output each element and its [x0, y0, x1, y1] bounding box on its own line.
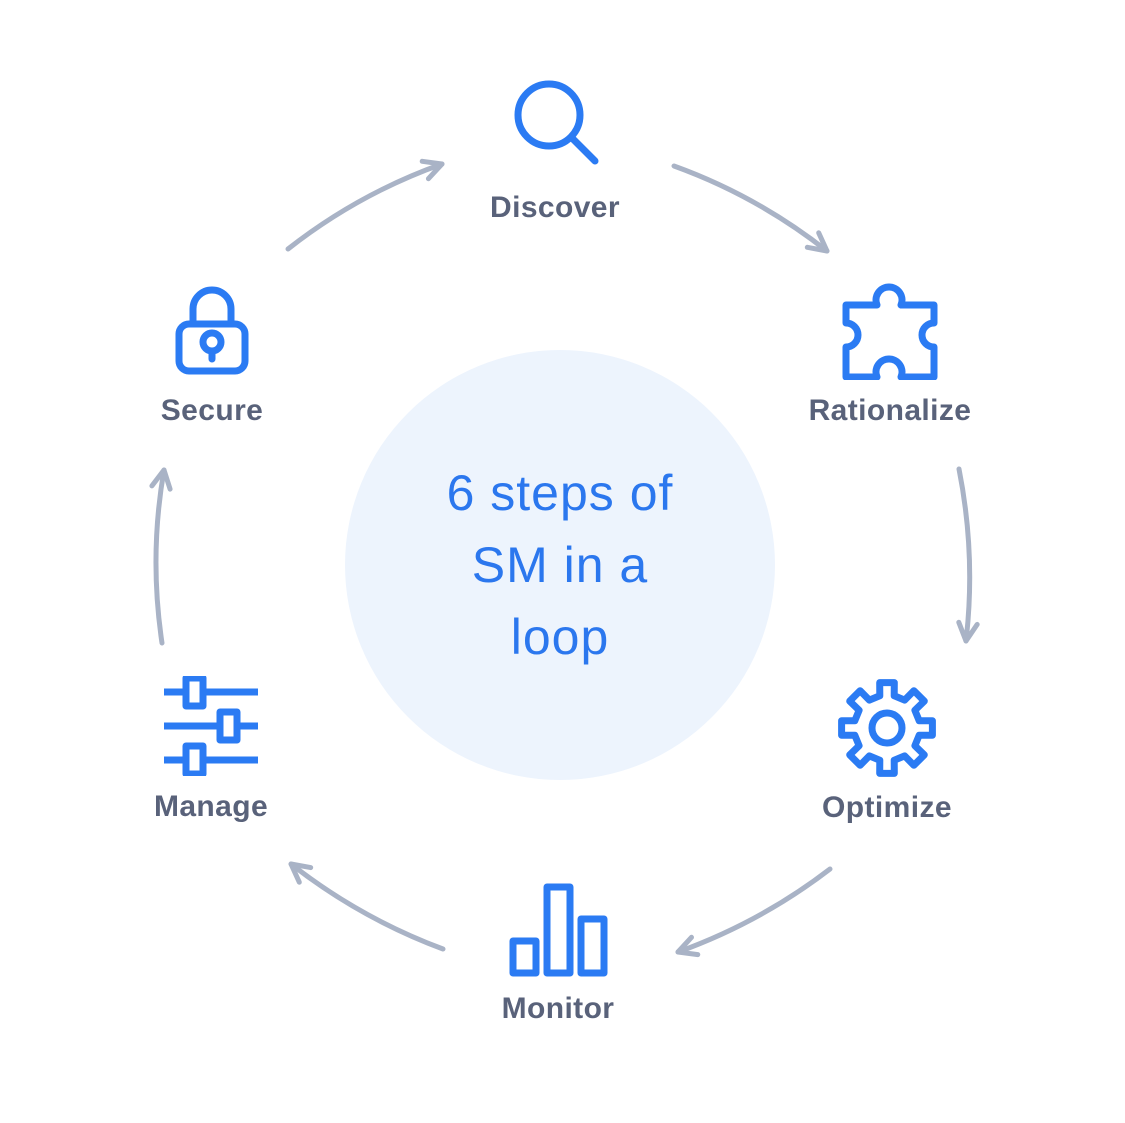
arrow-manage-to-secure: [153, 467, 167, 646]
center-title: 6 steps of SM in a loop: [345, 350, 775, 780]
arrow-monitor-to-manage-head: [288, 861, 314, 885]
arrow-discover-to-rationalize-head: [804, 230, 830, 254]
step-label-discover: Discover: [490, 191, 620, 224]
arrow-secure-to-discover-head: [419, 158, 445, 182]
arrow-discover-to-rationalize: [671, 163, 830, 254]
padlock-icon: [175, 286, 249, 375]
center-title-line-1: 6 steps of: [446, 465, 674, 521]
sliders-icon: [164, 676, 258, 776]
arrow-secure-to-discover: [285, 161, 445, 252]
arrow-optimize-to-monitor: [675, 866, 833, 955]
step-discover: Discover: [435, 77, 675, 225]
step-manage: Manage: [91, 676, 331, 824]
step-rationalize: Rationalize: [770, 280, 1010, 428]
center-title-line-3: loop: [510, 609, 610, 665]
arrow-monitor-to-manage: [288, 861, 446, 952]
step-label-optimize: Optimize: [822, 791, 952, 824]
arrow-rationalize-to-optimize: [956, 466, 973, 644]
step-optimize: Optimize: [767, 677, 1007, 825]
center-title-line-2: SM in a: [471, 537, 649, 593]
step-secure: Secure: [92, 280, 332, 428]
puzzle-piece-icon: [842, 283, 938, 380]
step-monitor: Monitor: [438, 878, 678, 1026]
step-label-secure: Secure: [160, 394, 264, 427]
arrow-rationalize-to-optimize-head: [956, 619, 980, 644]
arrow-optimize-to-monitor-head: [675, 934, 701, 958]
gear-icon: [838, 679, 936, 777]
magnifier-search-icon: [514, 80, 599, 165]
step-label-manage: Manage: [153, 790, 269, 823]
step-label-monitor: Monitor: [501, 992, 615, 1025]
arrow-manage-to-secure-head: [149, 467, 173, 492]
bar-chart-icon: [509, 883, 608, 977]
center-circle: [345, 350, 775, 780]
step-label-rationalize: Rationalize: [808, 394, 972, 427]
